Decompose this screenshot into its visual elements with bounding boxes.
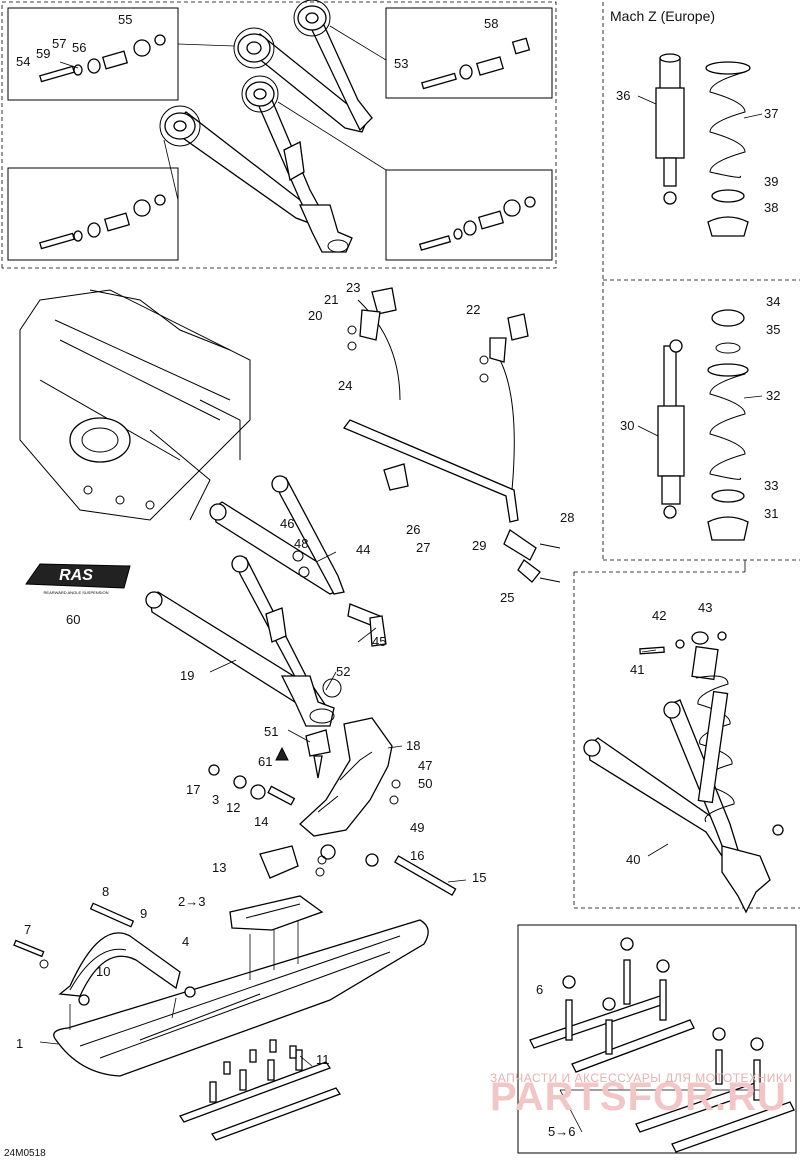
watermark-line1: ЗАПЧАСТИ И АКСЕССУАРЫ ДЛЯ МОТОТЕХНИКИ: [490, 1071, 792, 1085]
callout-label: 8: [102, 884, 109, 899]
callout-label: 10: [96, 964, 110, 979]
callout-label: 51: [264, 724, 278, 739]
top-a-arm-assembly: [159, 0, 387, 253]
bushing-kit-bottom-left: [39, 194, 166, 250]
callout-label: 16: [410, 848, 424, 863]
callout-label: 40: [626, 852, 640, 867]
callout-label: 11: [316, 1052, 330, 1067]
callout-label: 1: [16, 1036, 23, 1051]
callout-label: 34: [766, 294, 780, 309]
spindle-shaft: [322, 603, 387, 698]
callout-label: 57: [52, 36, 66, 51]
callout-label: 38: [764, 200, 778, 215]
shock-absorber-europe: [655, 53, 685, 205]
bushing-kit-top-left: [39, 34, 166, 83]
ski-handle: [13, 902, 196, 1030]
sway-bar: [342, 287, 561, 583]
callout-label: 60: [66, 612, 80, 627]
callout-label: 48: [294, 536, 308, 551]
ras-logo-subtitle: REARWARD ANGLE SUSPENSION: [44, 590, 109, 595]
callout-label: 29: [472, 538, 486, 553]
carbide-runner-kit: [529, 937, 795, 1153]
callout-label: 39: [764, 174, 778, 189]
callout-label: 43: [698, 600, 712, 615]
callout-label: 56: [72, 40, 86, 55]
callout-label: 26: [406, 522, 420, 537]
callout-label: 23: [346, 280, 360, 295]
drawing-code: 24M0518: [4, 1148, 46, 1159]
callout-label: 49: [410, 820, 424, 835]
callout-leaders: [39, 61, 763, 1067]
callout-label: 3: [212, 792, 219, 807]
callout-label: 20: [308, 308, 322, 323]
callout-label: 18: [406, 738, 420, 753]
callout-labels: 1 2→3 3 4 5→6 6 7 8 9 10 11 12 13 14 15 …: [16, 12, 780, 1139]
callout-label: 14: [254, 814, 268, 829]
inset-title: Mach Z (Europe): [610, 8, 715, 24]
ski-runners: [179, 1039, 341, 1141]
shock-absorber-standard: [657, 339, 685, 519]
upper-a-arm: [209, 475, 345, 595]
coilover-assembly: [583, 631, 784, 914]
callout-label: 28: [560, 510, 574, 525]
callout-label: 41: [630, 662, 644, 677]
callout-label: 37: [764, 106, 778, 121]
callout-label: 24: [338, 378, 352, 393]
callout-label: 15: [472, 870, 486, 885]
callout-label: 5→6: [548, 1124, 575, 1139]
callout-label: 13: [212, 860, 226, 875]
callout-label: 33: [764, 478, 778, 493]
callout-label: 7: [24, 922, 31, 937]
spring-standard: [707, 309, 749, 541]
ball-joint: [305, 729, 331, 779]
callout-label: 45: [372, 634, 386, 649]
callout-label: 59: [36, 46, 50, 61]
spring-europe: [705, 61, 751, 237]
bushing-kit-bottom-right: [418, 196, 536, 251]
callout-label: 61: [258, 754, 272, 769]
callout-label: 4: [182, 934, 189, 949]
callout-label: 2→3: [178, 894, 205, 909]
callout-label: 44: [356, 542, 370, 557]
callout-label: 58: [484, 16, 498, 31]
chassis-frame: [19, 289, 251, 521]
callout-label: 50: [418, 776, 432, 791]
ras-logo: RAS REARWARD ANGLE SUSPENSION: [25, 563, 131, 595]
callout-label: 42: [652, 608, 666, 623]
callout-label: 31: [764, 506, 778, 521]
callout-label: 32: [766, 388, 780, 403]
callout-label: 12: [226, 800, 240, 815]
callout-label: 36: [616, 88, 630, 103]
callout-label: 6: [536, 982, 543, 997]
callout-label: 30: [620, 418, 634, 433]
ras-logo-text: RAS: [59, 567, 93, 584]
callout-label: 35: [766, 322, 780, 337]
callout-label: 53: [394, 56, 408, 71]
callout-label: 22: [466, 302, 480, 317]
callout-label: 17: [186, 782, 200, 797]
callout-label: 46: [280, 516, 294, 531]
callout-label: 55: [118, 12, 132, 27]
callout-label: 9: [140, 906, 147, 921]
callout-label: 21: [324, 292, 338, 307]
ski-leg-hardware: [208, 746, 457, 896]
callout-label: 27: [416, 540, 430, 555]
callout-label: 25: [500, 590, 514, 605]
watermark-line2: PARTSFOR.RU: [490, 1075, 787, 1119]
callout-label: 47: [418, 758, 432, 773]
ski-leg: [299, 717, 393, 837]
callout-label: 54: [16, 54, 30, 69]
bushing-kit-top-right: [421, 37, 531, 90]
lower-a-arm: [145, 555, 335, 727]
callout-label: 52: [336, 664, 350, 679]
ski: [53, 895, 429, 1077]
callout-label: 19: [180, 668, 194, 683]
